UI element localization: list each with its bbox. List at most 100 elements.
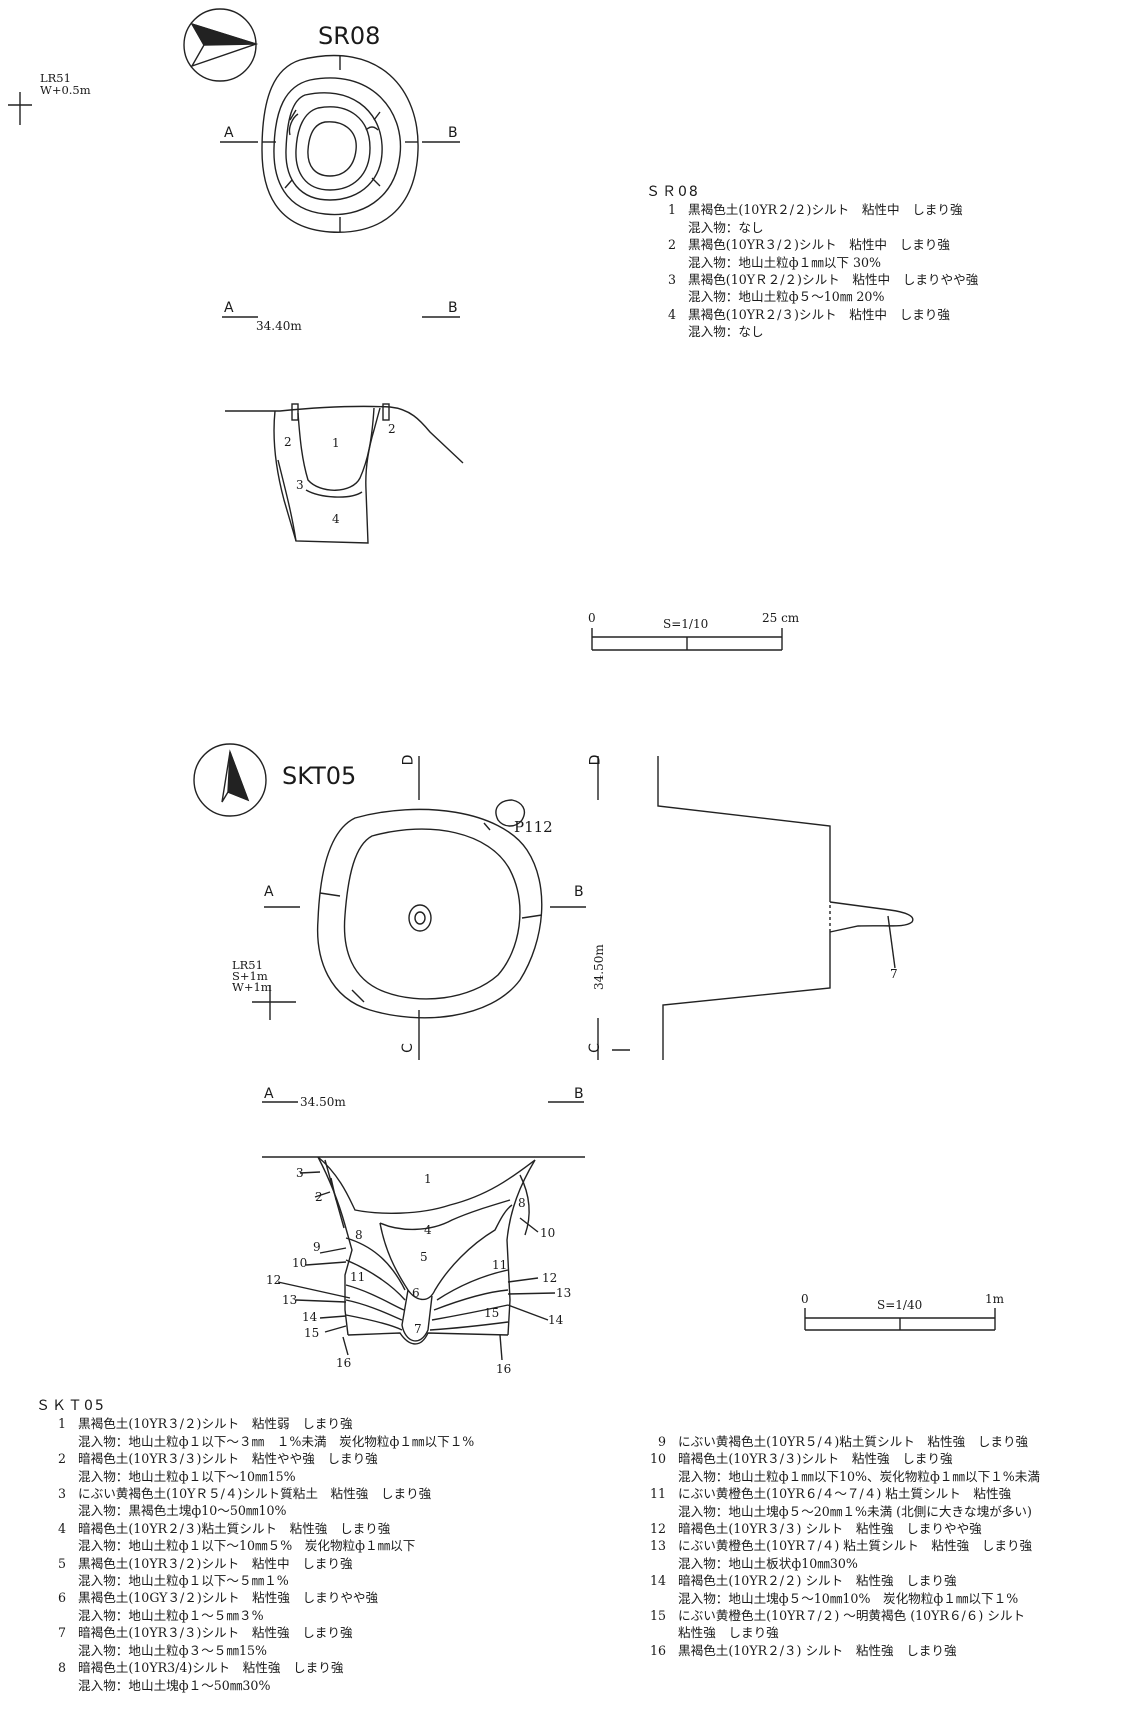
scale-end: 1m	[985, 1292, 1005, 1306]
layer-label: 8	[355, 1228, 363, 1242]
scale-label: S=1/10	[663, 617, 709, 631]
layer-inclusion: 粘性強 しまり強	[678, 1625, 779, 1641]
layer-inclusion: 混入物：なし	[688, 219, 764, 235]
sr08-section	[225, 403, 464, 544]
section-letter-b: B	[574, 1086, 584, 1102]
scale-label: S=1/40	[877, 1298, 923, 1312]
layer-label: 1	[332, 436, 340, 450]
layer-label: 4	[424, 1223, 432, 1237]
layer-description: 黒褐色土(10YR２/３) シルト 粘性強 しまり強	[678, 1642, 957, 1658]
layer-description: 暗褐色土(10YR３/３)シルト 粘性やや強 しまり強	[78, 1451, 378, 1467]
layer-inclusion: 混入物：黒褐色土塊ф10〜50㎜10%	[78, 1503, 287, 1519]
section-letter-a: A	[224, 125, 234, 141]
layer-label: 12	[266, 1273, 282, 1287]
layer-number: 12	[649, 1521, 666, 1537]
sr08-title: SR08	[318, 22, 381, 50]
layer-number: 15	[649, 1608, 666, 1624]
layer-label: 7	[890, 967, 898, 981]
layer-label: 3	[296, 1166, 304, 1180]
layer-number: 13	[649, 1538, 666, 1554]
layer-inclusion: 混入物：地山土粒ф５〜10㎜ 20%	[688, 289, 885, 305]
ab-elevation: 34.50m	[300, 1095, 346, 1109]
legend-item: 3 黒褐色(10YＲ２/２)シルト 粘性中 しまりやや強 混入物：地山土粒ф５〜1…	[646, 271, 978, 306]
layer-inclusion: 混入物：地山土粒ф１㎜以下 30%	[688, 254, 881, 270]
layer-label: 3	[296, 478, 304, 492]
skt05-cd-section	[597, 756, 914, 1060]
layer-inclusion: 混入物：地山土粒ф１〜５㎜３%	[78, 1607, 264, 1623]
layer-inclusion: 混入物：なし	[688, 324, 764, 340]
section-letter-c: C	[586, 1043, 603, 1053]
layer-inclusion: 混入物：地山土粒ф１以下〜５㎜１%	[78, 1573, 289, 1589]
scale-bar-skt05	[804, 1308, 996, 1331]
scale-end: 25 cm	[762, 611, 800, 625]
layer-inclusion: 混入物：地山土粒ф１以下〜10㎜15%	[78, 1468, 296, 1484]
layer-label: 14	[302, 1310, 318, 1324]
layer-number: 3	[667, 272, 676, 288]
legend-heading: ＳＫＴ05	[36, 1398, 106, 1414]
layer-label: 9	[313, 1240, 321, 1254]
legend-item: 15 にぶい黄橙色土(10YR７/２) 〜明黄褐色 (10YR６/６) シルト粘性…	[636, 1607, 1040, 1642]
layer-number: 4	[57, 1520, 66, 1536]
layer-description: にぶい黄褐色土(10YＲ５/４)シルト質粘土 粘性強 しまり強	[78, 1486, 432, 1502]
layer-label: 13	[282, 1293, 298, 1307]
benchmark-cross-sr08	[8, 92, 32, 125]
layer-label: 15	[484, 1306, 500, 1320]
layer-label: 15	[304, 1326, 320, 1340]
layer-label: 7	[414, 1322, 422, 1336]
layer-description: にぶい黄橙色土(10YR７/２) 〜明黄褐色 (10YR６/６) シルト	[678, 1608, 1026, 1624]
layer-label: 2	[388, 422, 396, 436]
layer-label: 4	[332, 512, 340, 526]
layer-inclusion: 混入物：地山土塊ф５〜10㎜10% 炭化物粒ф１㎜以下１%	[678, 1590, 1019, 1606]
benchmark-line: W+1m	[232, 980, 272, 994]
layer-number: 7	[57, 1625, 66, 1641]
layer-label: 1	[424, 1172, 432, 1186]
layer-number: 10	[649, 1451, 666, 1467]
layer-description: 黒褐色(10YＲ２/２)シルト 粘性中 しまりやや強	[688, 272, 979, 288]
layer-inclusion: 混入物：地山土塊ф５〜20㎜１%未満 (北側に大きな塊が多い)	[678, 1503, 1032, 1519]
layer-description: 黒褐色(10YR２/３)シルト 粘性中 しまり強	[688, 306, 950, 322]
section-letter-a: A	[264, 884, 274, 900]
section-letter-c: C	[399, 1043, 416, 1053]
layer-inclusion: 混入物：地山土塊ф１〜50㎜30%	[78, 1677, 271, 1693]
section-letter-b: B	[448, 125, 458, 141]
section-letter-b: B	[448, 300, 458, 316]
sr08-benchmark: LR51 W+0.5m	[40, 72, 91, 96]
layer-description: 暗褐色土(10YR３/３) シルト 粘性強 しまりやや強	[678, 1521, 982, 1537]
sr08-plan	[220, 54, 460, 233]
layer-label: 11	[492, 1258, 508, 1272]
north-arrow-skt05	[193, 743, 267, 817]
layer-number: 9	[657, 1434, 666, 1449]
north-arrow-sr08	[183, 8, 259, 82]
section-letter-a: A	[224, 300, 234, 316]
section-letter-a: A	[264, 1086, 274, 1102]
layer-label: 5	[420, 1250, 428, 1264]
layer-description: 黒褐色(10YR３/２)シルト 粘性中 しまり強	[688, 237, 950, 253]
layer-description: 黒褐色土(10YR３/２)シルト 粘性弱 しまり強	[78, 1416, 353, 1432]
benchmark-line: S+1m	[232, 969, 268, 983]
layer-label: 10	[540, 1226, 556, 1240]
layer-label: 12	[542, 1271, 558, 1285]
benchmark-line: LR51	[232, 958, 263, 972]
scale-zero: 0	[588, 611, 596, 625]
scale-bar-sr08	[591, 628, 783, 651]
layer-label: 6	[412, 1286, 420, 1300]
legend-heading: ＳＲ08	[646, 184, 700, 200]
scale-zero: 0	[801, 1292, 809, 1306]
